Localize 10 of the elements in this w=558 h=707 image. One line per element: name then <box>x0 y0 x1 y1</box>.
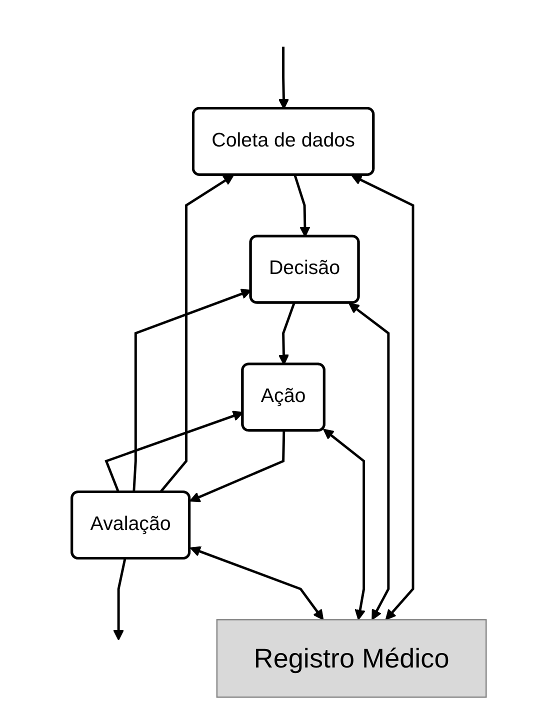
node-box: Registro Médico <box>216 619 487 698</box>
arrow <box>323 428 366 620</box>
arrow <box>348 302 390 620</box>
arrow <box>113 558 126 640</box>
arrow <box>132 288 252 492</box>
arrow <box>189 430 286 502</box>
arrow <box>190 546 324 620</box>
arrow <box>278 46 290 110</box>
arrow <box>294 174 310 238</box>
arrow <box>351 174 414 620</box>
